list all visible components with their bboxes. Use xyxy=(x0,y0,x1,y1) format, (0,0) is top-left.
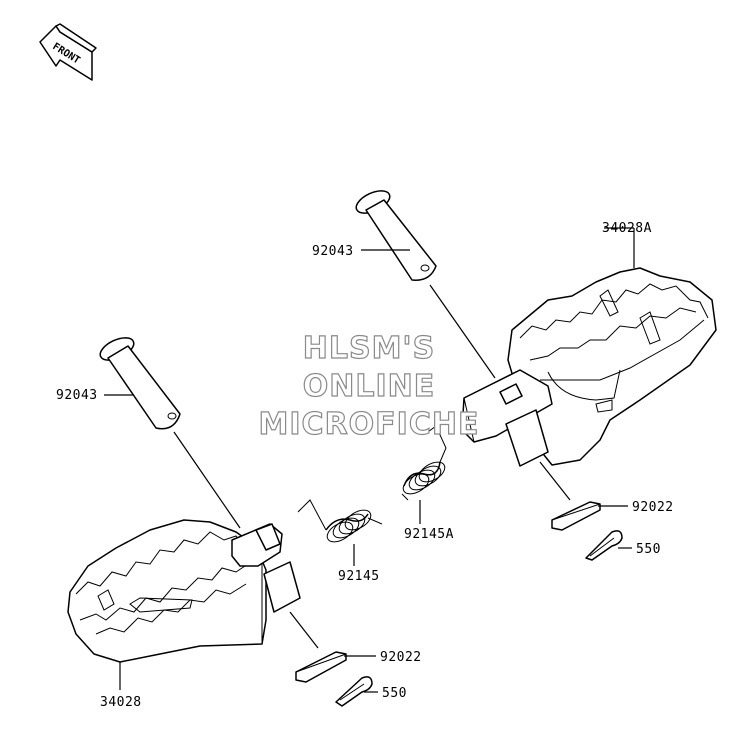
spring-right-part xyxy=(401,425,447,501)
label-peg-left: 34028 xyxy=(100,695,142,710)
footpeg-left-part xyxy=(67,519,267,663)
bracket-right-part xyxy=(461,369,553,467)
pin-left-part xyxy=(99,337,181,430)
label-washer-right: 92022 xyxy=(632,500,674,515)
leader-washer-left-axis xyxy=(289,611,319,649)
label-spring-left: 92145 xyxy=(338,569,380,584)
front-arrow-icon: FRONT xyxy=(39,23,97,81)
pin-right-part xyxy=(355,190,437,281)
label-washer-left: 92022 xyxy=(380,650,422,665)
bracket-left-part xyxy=(231,523,301,613)
label-cotter-right: 550 xyxy=(636,542,661,557)
label-cotter-left: 550 xyxy=(382,686,407,701)
cotter-right-part xyxy=(585,530,623,561)
spring-left-part xyxy=(297,499,383,543)
washer-left-part xyxy=(295,651,347,683)
watermark: HLSM'S ONLINE MICROFICHE xyxy=(258,330,480,442)
watermark-line1: HLSM'S xyxy=(303,331,435,366)
watermark-line2: ONLINE xyxy=(303,369,436,404)
watermark-line3: MICROFICHE xyxy=(259,407,480,442)
leader-washer-right-axis xyxy=(539,461,571,501)
label-spring-right: 92145A xyxy=(404,527,454,542)
leader-pin-right-axis xyxy=(429,284,496,379)
label-pin-right: 92043 xyxy=(312,244,354,259)
cotter-left-part xyxy=(335,676,373,707)
leader-pin-left-axis xyxy=(173,431,241,529)
label-pin-left: 92043 xyxy=(56,388,98,403)
label-peg-right: 34028A xyxy=(602,221,652,236)
washer-right-part xyxy=(551,501,601,531)
